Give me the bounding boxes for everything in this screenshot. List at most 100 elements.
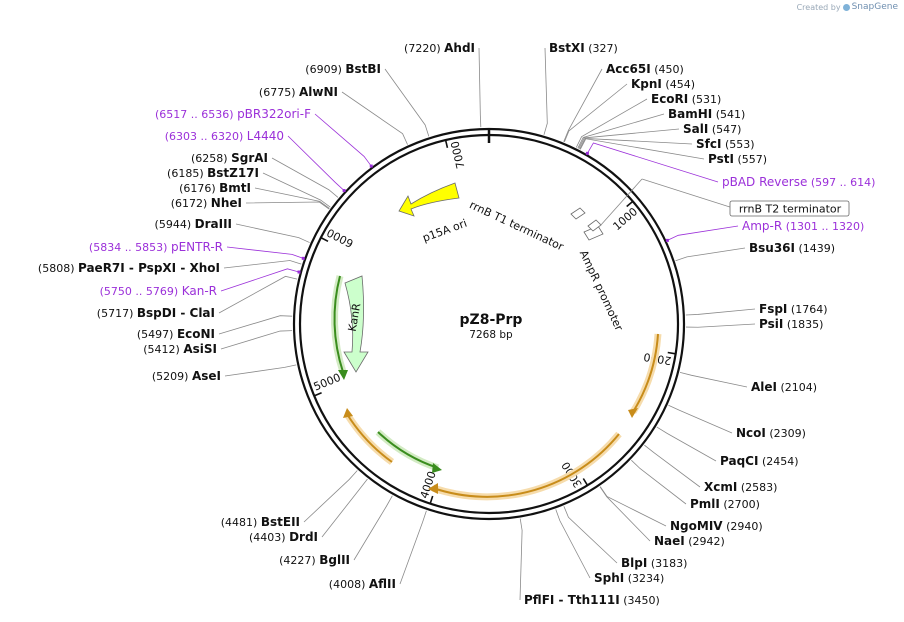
- econi-leader: [218, 315, 293, 335]
- pmli-label: PmlI (2700): [690, 497, 760, 511]
- xcmi-pos: (2583): [741, 481, 778, 494]
- asei-leader: [224, 364, 297, 377]
- kpni-name: KpnI: [631, 77, 662, 91]
- kpni-label: KpnI (454): [631, 77, 695, 91]
- orf-arc-5: [333, 275, 344, 373]
- pbad-reverse-label: pBAD Reverse (597 .. 614): [722, 175, 875, 189]
- nhei-leader: [245, 201, 330, 210]
- l4440-primer-mark: [342, 189, 346, 193]
- pmli-leader: [631, 459, 687, 505]
- psti-leader: [579, 138, 705, 160]
- acc65i-pos: (450): [654, 63, 684, 76]
- bamhi-label: BamHI (541): [668, 107, 745, 121]
- paer7i-sep: -: [176, 261, 189, 275]
- bstbi-label: (6909) BstBI: [305, 62, 381, 76]
- ncoi-label: NcoI (2309): [736, 426, 806, 440]
- paqci-leader: [656, 426, 717, 462]
- sgrai-label: (6258) SgrAI: [191, 151, 268, 165]
- naei-leader: [599, 486, 651, 542]
- psti-pos: (557): [737, 153, 767, 166]
- acc65i-leader: [563, 68, 603, 142]
- bsu36i-label: Bsu36I (1439): [749, 241, 835, 255]
- sfci-name: SfcI: [696, 137, 721, 151]
- bstxi-label: BstXI (327): [549, 41, 618, 55]
- xcmi-name: XcmI: [704, 480, 737, 494]
- ecori-pos: (531): [692, 93, 722, 106]
- alwni-name: AlwNI: [299, 85, 338, 99]
- rrnb-t2-label: rrnB T2 terminator: [739, 203, 842, 216]
- pbr322ori-f-pos: (6517 .. 6536): [155, 108, 234, 121]
- ecori-name: EcoRI: [651, 92, 688, 106]
- paer7i-name: PaeR7I: [78, 261, 125, 275]
- ahdi-label: (7220) AhdI: [404, 41, 475, 55]
- drdi-leader: [321, 478, 368, 538]
- orf-arc-4: [346, 413, 393, 463]
- blpi-label: BlpI (3183): [621, 556, 687, 570]
- sfci-pos: (553): [725, 138, 755, 151]
- pentr-r-label: (5834 .. 5853) pENTR-R: [89, 240, 223, 254]
- draiii-pos: (5944): [155, 218, 192, 231]
- fspi-name: FspI: [759, 302, 787, 316]
- asisi-name: AsiSI: [183, 342, 217, 356]
- sfci-label: SfcI (553): [696, 137, 755, 151]
- amp-r-label: Amp-R (1301 .. 1320): [742, 219, 864, 233]
- orf-arc-2-glow: [431, 431, 622, 501]
- rrnb-t2-leader: [641, 178, 734, 209]
- pentr-r-name: pENTR-R: [171, 240, 223, 254]
- bamhi-pos: (541): [716, 108, 746, 121]
- tick-mark: [444, 139, 449, 149]
- acc65i-label: Acc65I (450): [606, 62, 684, 76]
- ecori-label: EcoRI (531): [651, 92, 721, 106]
- bstz17i-label: (6185) BstZ17I: [167, 166, 259, 180]
- ngomiv-name: NgoMIV: [670, 519, 723, 533]
- nhei-name: NheI: [211, 196, 242, 210]
- kanr-label: KanR: [346, 302, 364, 333]
- pbad-reverse-leader: [587, 142, 719, 183]
- alei-name: AleI: [751, 380, 777, 394]
- orf-arc-3-arrow: [432, 463, 442, 473]
- draiii-leader: [235, 223, 310, 243]
- alwni-pos: (6775): [259, 86, 296, 99]
- bspdi-name2: ClaI: [190, 306, 215, 320]
- bsteii-pos: (4481): [221, 516, 258, 529]
- l4440-name: L4440: [247, 129, 284, 143]
- psii-leader: [685, 323, 756, 328]
- bmti-pos: (6176): [179, 182, 216, 195]
- sali-label: SalI (547): [683, 122, 741, 136]
- tick-mark: [626, 200, 634, 208]
- bspdi-sep: -: [176, 306, 189, 320]
- psti-name: PstI: [708, 152, 734, 166]
- ncoi-leader: [668, 404, 733, 434]
- bstxi-name: BstXI: [549, 41, 585, 55]
- bstz17i-name: BstZ17I: [207, 166, 259, 180]
- orf-arc-1: [632, 333, 659, 413]
- sphi-label: SphI (3234): [594, 571, 664, 585]
- p15a-ori-feature: [398, 182, 460, 217]
- paer7i-label: (5808) PaeR7I - PspXI - XhoI: [38, 261, 220, 275]
- fspi-label: FspI (1764): [759, 302, 827, 316]
- l4440-leader: [287, 135, 345, 191]
- naei-label: NaeI (2942): [654, 534, 725, 548]
- kanr-feature: [343, 275, 369, 373]
- bsteii-name: BstEII: [261, 515, 300, 529]
- econi-pos: (5497): [137, 328, 174, 341]
- xcmi-leader: [644, 444, 701, 488]
- sali-name: SalI: [683, 122, 708, 136]
- credit-brand: SnapGene: [851, 2, 898, 12]
- ncoi-name: NcoI: [736, 426, 766, 440]
- tick-mark: [582, 478, 589, 486]
- blpi-name: BlpI: [621, 556, 647, 570]
- blpi-pos: (3183): [651, 557, 688, 570]
- pbr322ori-f-leader: [314, 113, 372, 167]
- sali-leader: [578, 128, 680, 149]
- l4440-pos: (6303 .. 6320): [165, 130, 244, 143]
- bmti-name: BmtI: [219, 181, 251, 195]
- nhei-pos: (6172): [171, 197, 208, 210]
- asisi-label: (5412) AsiSI: [143, 342, 217, 356]
- bspdi-label: (5717) BspDI - ClaI: [97, 306, 215, 320]
- pflfi-name: PflFI: [524, 593, 554, 607]
- drdi-pos: (4403): [249, 531, 286, 544]
- pbad-reverse-name: pBAD Reverse: [722, 175, 807, 189]
- paqci-pos: (2454): [762, 455, 799, 468]
